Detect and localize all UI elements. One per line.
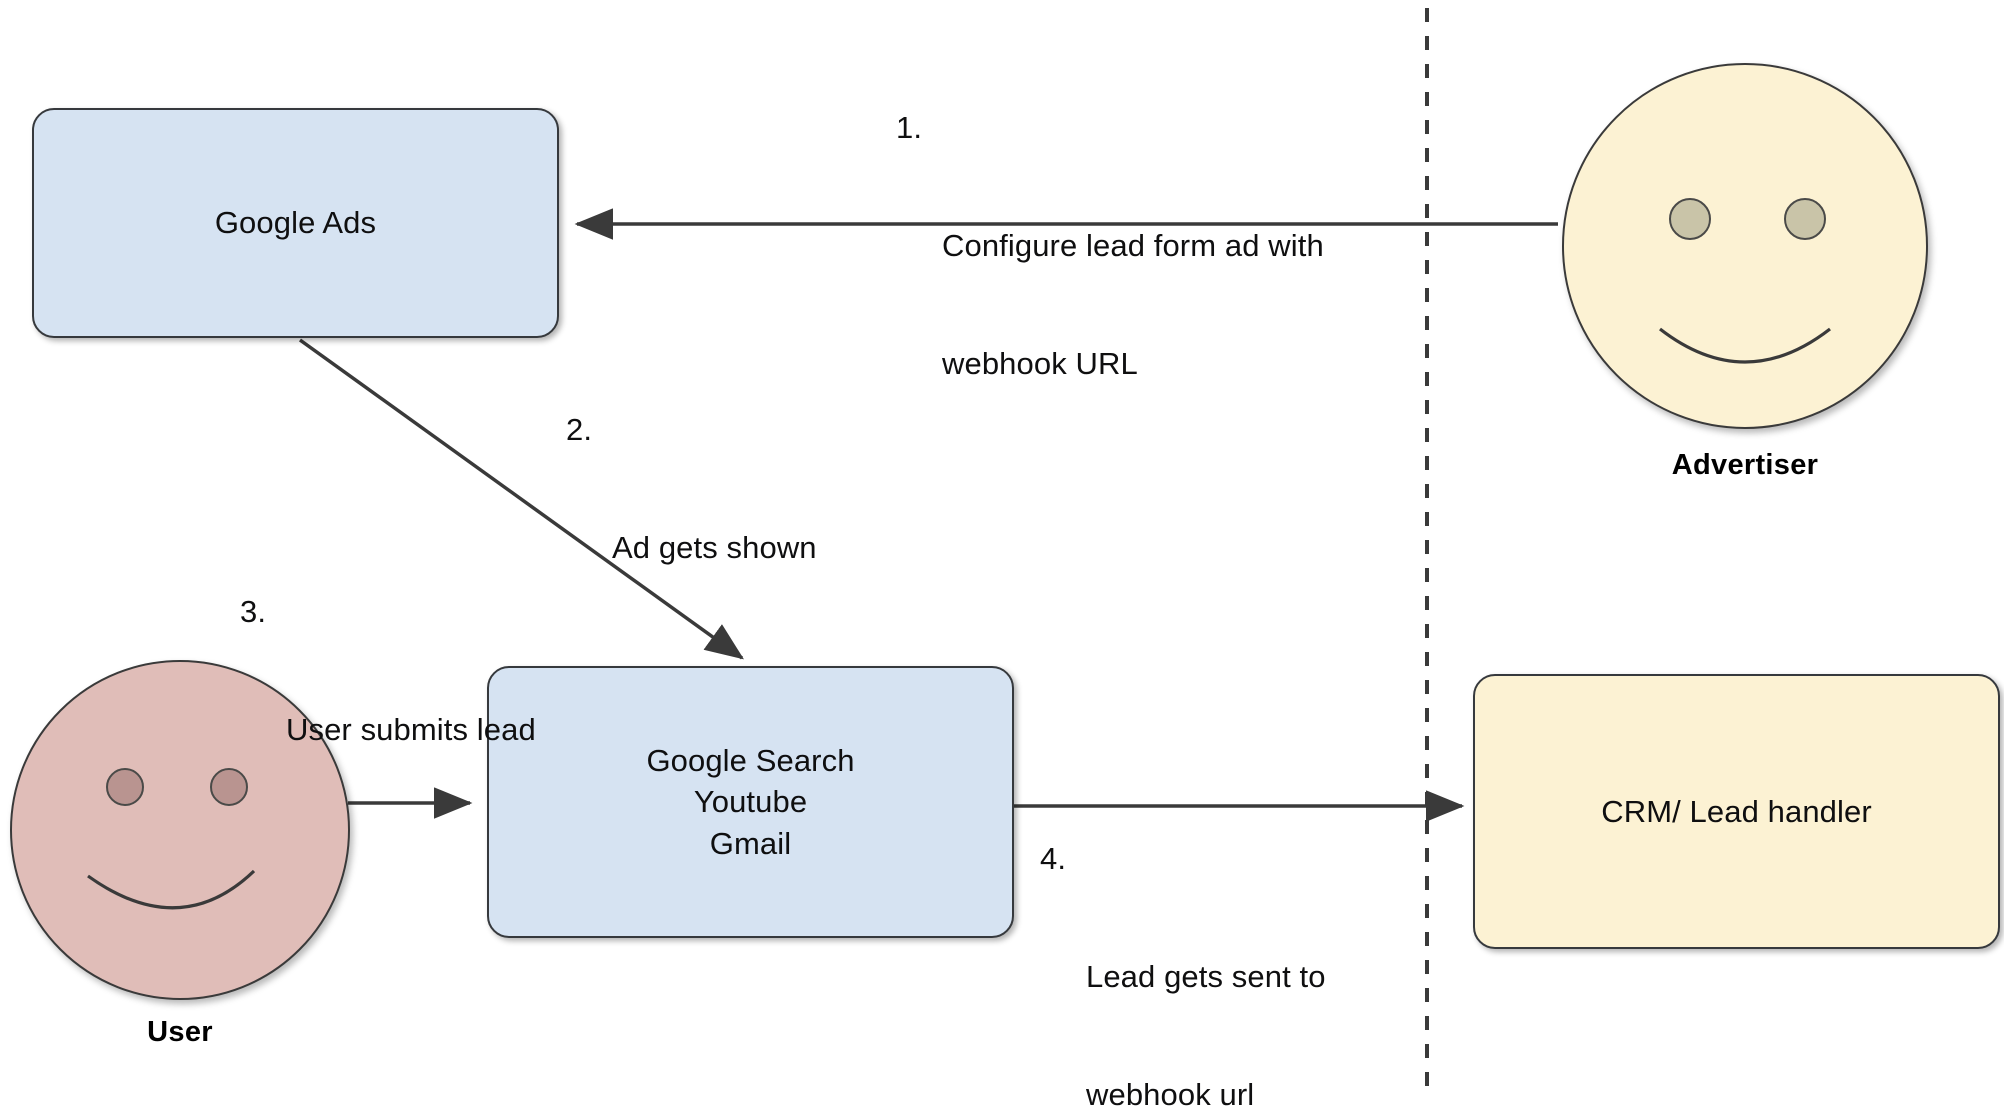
advertiser-smile-icon — [1659, 327, 1831, 364]
user-eye-right-icon — [210, 768, 248, 806]
node-surface-line-youtube: Youtube — [693, 784, 808, 820]
node-google-surfaces[interactable]: Google Search Youtube Gmail — [487, 666, 1014, 938]
advertiser-eye-right-icon — [1784, 198, 1826, 240]
edge-label-1: 1. Configure lead form ad with webhook U… — [896, 108, 1324, 462]
edge-label-4-line-2: webhook url — [1086, 1077, 1255, 1113]
user-smile-icon — [87, 869, 256, 910]
node-google-ads[interactable]: Google Ads — [32, 108, 559, 338]
node-crm-label: CRM/ Lead handler — [1601, 793, 1872, 829]
edge-label-3: 3. User submits lead — [240, 592, 536, 828]
node-google-ads-label: Google Ads — [214, 205, 377, 241]
user-face-icon — [10, 660, 350, 1000]
edge-label-2: 2. Ad gets shown — [566, 410, 817, 646]
actor-user[interactable]: User — [10, 660, 350, 1048]
edge-label-2-number: 2. — [566, 412, 593, 447]
advertiser-label: Advertiser — [1671, 449, 1819, 481]
edge-label-3-number: 3. — [240, 594, 267, 629]
edge-label-1-line-1: Configure lead form ad with — [942, 228, 1324, 264]
edge-label-2-line-1: Ad gets shown — [612, 530, 817, 566]
node-crm-lead-handler[interactable]: CRM/ Lead handler — [1473, 674, 2000, 949]
node-surface-line-google-search: Google Search — [646, 743, 855, 779]
node-google-surfaces-label: Google Search Youtube Gmail — [646, 740, 854, 864]
node-surface-line-gmail: Gmail — [709, 825, 792, 861]
user-eye-left-icon — [106, 768, 144, 806]
edge-label-4-line-1: Lead gets sent to — [1086, 959, 1326, 995]
advertiser-face-icon — [1562, 63, 1928, 429]
edge-label-1-line-2: webhook URL — [942, 346, 1138, 382]
advertiser-eye-left-icon — [1669, 198, 1711, 240]
edge-label-4-number: 4. — [1040, 841, 1067, 876]
edge-label-1-number: 1. — [896, 110, 923, 145]
edge-label-4: 4. Lead gets sent to webhook url — [1040, 839, 1326, 1116]
actor-advertiser[interactable]: Advertiser — [1562, 63, 1928, 481]
edge-label-3-line-1: User submits lead — [286, 712, 536, 748]
user-label: User — [147, 1016, 213, 1048]
